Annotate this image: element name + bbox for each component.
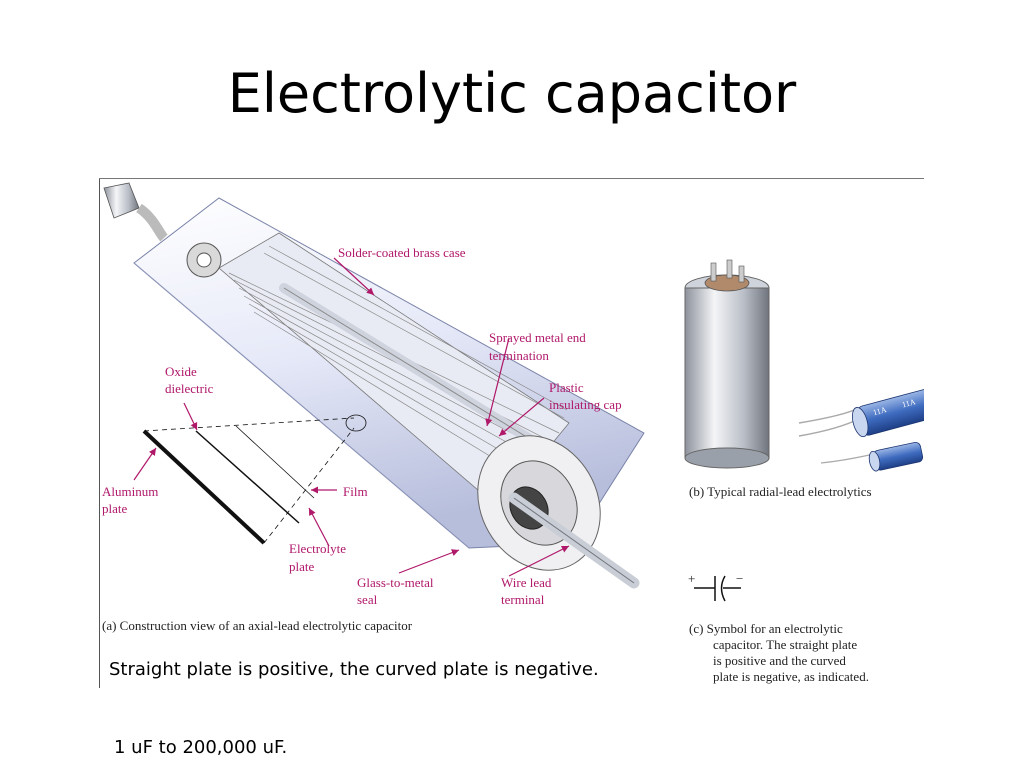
symbol-minus-sign: − [736, 571, 744, 586]
caption-panel-b: (b) Typical radial-lead electrolytics [689, 484, 872, 499]
slide-title: Electrolytic capacitor [227, 62, 797, 125]
capacitance-range: 1 uF to 200,000 uF. [114, 737, 288, 758]
axial-capacitor-drawing [103, 182, 645, 589]
label-electrolyte-2: plate [289, 559, 315, 574]
symbol-plus-sign: + [688, 571, 696, 586]
label-oxide-1: Oxide [165, 364, 197, 379]
svg-text:11A: 11A [872, 405, 888, 417]
label-wire-lead-1: Wire lead [501, 575, 552, 590]
leader-arrows [133, 257, 570, 577]
label-plastic-cap-1: Plastic [549, 380, 584, 395]
label-sprayed-metal-1: Sprayed metal end [489, 330, 586, 345]
label-oxide-2: dielectric [165, 381, 214, 396]
left-lead [103, 182, 140, 219]
caption-panel-c-1: (c) Symbol for an electrolytic [689, 621, 843, 636]
caption-panel-c-4: plate is negative, as indicated. [713, 669, 869, 684]
label-sprayed-metal-2: termination [489, 348, 549, 363]
figure-art: 11A 11A [99, 178, 936, 688]
electrolytic-symbol [694, 575, 741, 602]
label-aluminum-1: Aluminum [102, 484, 159, 499]
label-plastic-cap-2: insulating cap [549, 397, 622, 412]
label-wire-lead-2: terminal [501, 592, 545, 607]
label-film: Film [343, 484, 368, 499]
label-aluminum-2: plate [102, 501, 128, 516]
label-glass-seal-2: seal [357, 592, 378, 607]
label-electrolyte-1: Electrolyte [289, 541, 347, 556]
caption-panel-a: (a) Construction view of an axial-lead e… [102, 618, 413, 633]
caption-panel-c-2: capacitor. The straight plate [713, 637, 858, 652]
capacitor-figure: 11A 11A Solder-coated brass case Sprayed… [99, 178, 936, 688]
svg-text:11A: 11A [901, 397, 917, 409]
radial-capacitors-drawing: 11A 11A [684, 259, 936, 472]
small-radial-capacitor [872, 441, 924, 471]
aluminum-plate-line [142, 429, 266, 545]
label-glass-seal-1: Glass-to-metal [357, 575, 434, 590]
large-can-capacitor [684, 287, 770, 459]
label-solder-case: Solder-coated brass case [338, 245, 466, 260]
caption-panel-c-3: is positive and the curved [713, 653, 846, 668]
polarity-statement: Straight plate is positive, the curved p… [107, 658, 601, 681]
